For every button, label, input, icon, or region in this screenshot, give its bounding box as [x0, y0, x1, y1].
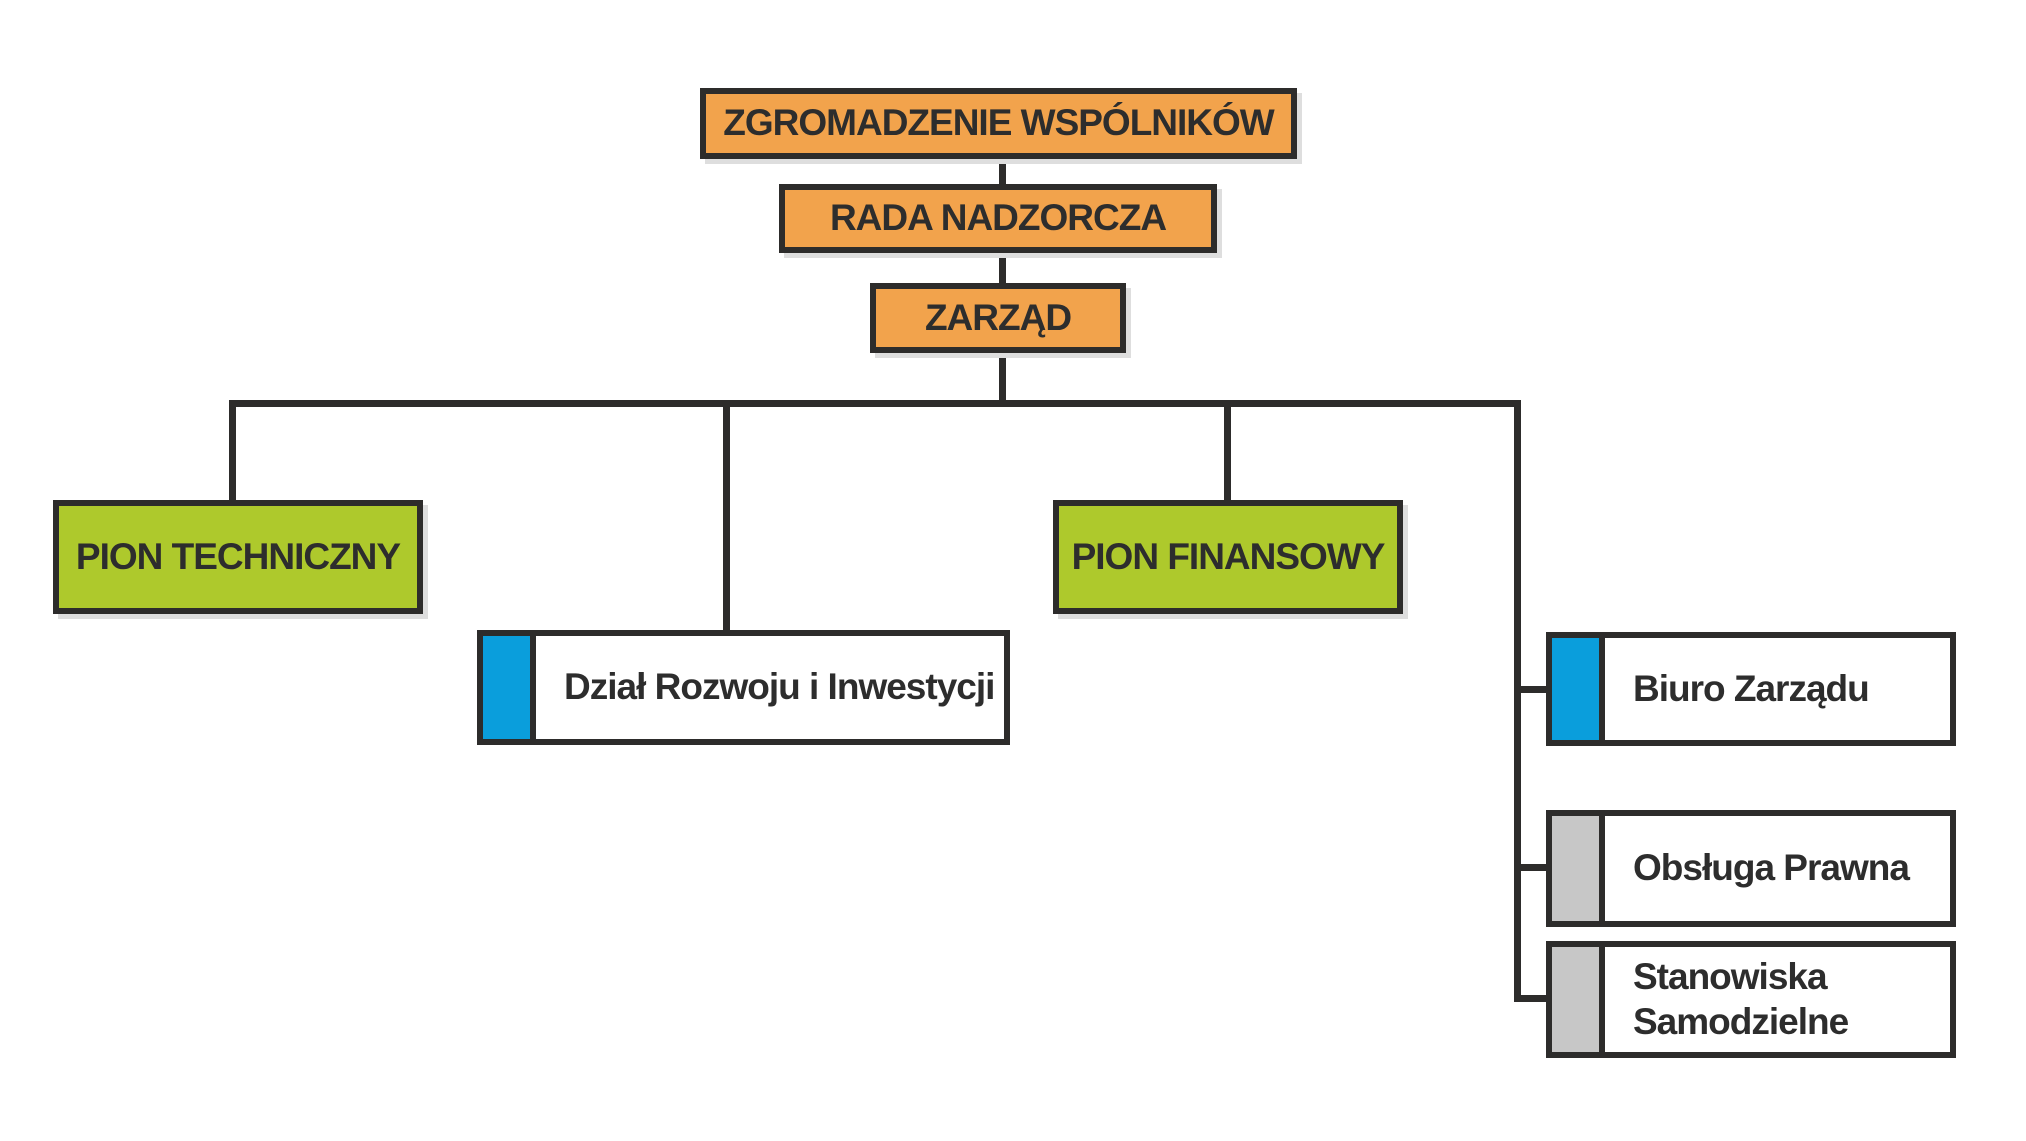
connector-stub-stanowiska [1514, 995, 1552, 1002]
node-pion-techniczny: PION TECHNICZNY [53, 500, 423, 614]
blue-accent-bar [1552, 638, 1605, 740]
node-zgromadzenie-wspolnikow: ZGROMADZENIE WSPÓLNIKÓW [700, 88, 1297, 159]
node-label: PION TECHNICZNY [75, 535, 401, 577]
node-zarzad: ZARZĄD [870, 283, 1126, 353]
gray-accent-bar [1552, 816, 1605, 921]
connector-zarzad-bus [999, 351, 1006, 402]
connector-drop-dzial-rozwoju [723, 400, 730, 633]
node-biuro-zarzadu: Biuro Zarządu [1546, 632, 1956, 746]
node-label: Dział Rozwoju i Inwestycji [564, 666, 995, 708]
node-dzial-rozwoju: Dział Rozwoju i Inwestycji [477, 630, 1010, 745]
blue-accent-bar [483, 636, 536, 739]
node-label: ZARZĄD [924, 296, 1072, 338]
connector-stub-biuro-zarzadu [1514, 686, 1552, 693]
connector-rada-zarzad [999, 251, 1006, 285]
connector-stub-obsluga-prawna [1514, 864, 1552, 871]
node-label: RADA NADZORCZA [829, 197, 1167, 239]
node-pion-finansowy: PION FINANSOWY [1053, 500, 1403, 614]
node-rada-nadzorcza: RADA NADZORCZA [779, 184, 1217, 253]
node-obsluga-prawna: Obsługa Prawna [1546, 810, 1956, 927]
connector-trunk-right [1514, 400, 1521, 1002]
connector-drop-pion-finansowy [1224, 400, 1231, 502]
connector-bus-horizontal [229, 400, 1521, 407]
connector-drop-pion-techniczny [229, 400, 236, 502]
connector-zgromadzenie-rada [999, 157, 1006, 186]
node-stanowiska-samodzielne: Stanowiska Samodzielne [1546, 941, 1956, 1058]
node-label: Stanowiska Samodzielne [1633, 956, 1849, 1042]
node-label: Biuro Zarządu [1633, 667, 1870, 709]
node-label: PION FINANSOWY [1071, 535, 1386, 577]
gray-accent-bar [1552, 947, 1605, 1052]
node-label: Obsługa Prawna [1633, 847, 1910, 889]
node-label: ZGROMADZENIE WSPÓLNIKÓW [723, 102, 1274, 144]
